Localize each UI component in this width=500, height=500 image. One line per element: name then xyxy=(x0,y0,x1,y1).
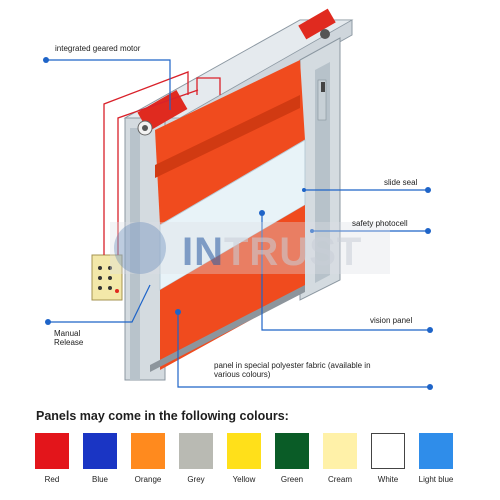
bottom-bar xyxy=(150,285,305,372)
label-safety-photocell: safety photocell xyxy=(352,219,408,228)
swatch-light-blue xyxy=(419,433,453,469)
watermark-logo: INTRUST xyxy=(182,230,362,275)
swatch-yellow xyxy=(227,433,261,469)
swatch-label: Orange xyxy=(134,475,162,484)
swatch-blue xyxy=(83,433,117,469)
swatch-white xyxy=(371,433,405,469)
palette-heading: Panels may come in the following colours… xyxy=(36,409,289,423)
swatch-red xyxy=(35,433,69,469)
swatch-label: White xyxy=(377,475,399,484)
left-rail-inner xyxy=(130,128,140,380)
swatch-grey xyxy=(179,433,213,469)
watermark-prefix: IN xyxy=(182,230,224,274)
label-manual-release: Manual Release xyxy=(54,329,84,347)
watermark-plate xyxy=(110,222,390,274)
watermark-emblem xyxy=(114,222,166,274)
watermark-rest: TRUST xyxy=(224,230,363,274)
top-motor xyxy=(298,8,336,40)
side-motor xyxy=(137,89,188,136)
swatch-label: Green xyxy=(280,475,304,484)
label-integrated-geared-motor: integrated geared motor xyxy=(55,44,141,53)
label-panel-fabric: panel in special polyester fabric (avail… xyxy=(214,361,371,379)
lower-panel xyxy=(160,205,305,370)
label-slide-seal: slide seal xyxy=(384,178,418,187)
swatch-label: Red xyxy=(44,475,60,484)
control-box xyxy=(91,254,123,301)
swatch-cream xyxy=(323,433,357,469)
swatch-orange xyxy=(131,433,165,469)
swatch-label: Blue xyxy=(91,475,108,484)
swatch-label: Light blue xyxy=(418,475,454,484)
label-vision-panel: vision panel xyxy=(370,316,413,325)
swatch-label: Cream xyxy=(327,475,352,484)
colour-swatches: Red Blue Orange Grey Yellow Green Cream White Li… xyxy=(35,433,475,493)
leader-lines xyxy=(46,59,430,388)
swatch-label: Yellow xyxy=(232,475,256,484)
swatch-label: Grey xyxy=(187,475,205,484)
swatch-green xyxy=(275,433,309,469)
upper-panel-fold xyxy=(155,95,300,178)
leader-dots xyxy=(43,57,433,390)
wiring xyxy=(103,71,221,255)
upper-panel xyxy=(155,60,305,225)
